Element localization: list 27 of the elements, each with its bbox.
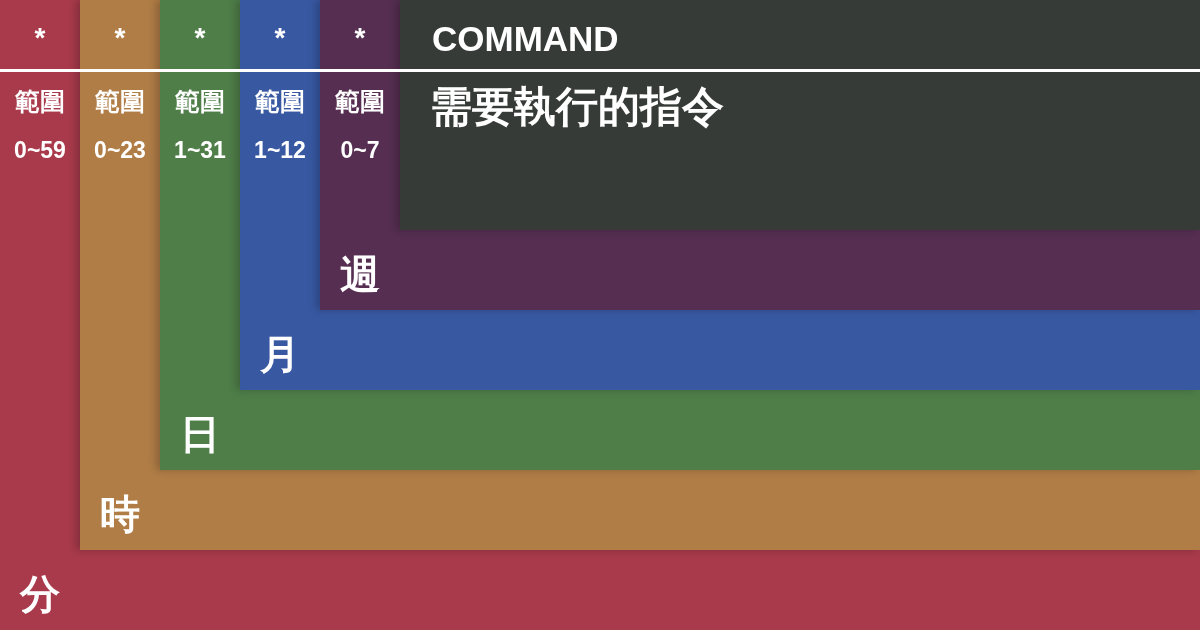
- range-value: 0~23: [93, 139, 147, 162]
- range-label: 範圍: [334, 89, 386, 114]
- nested-band: [80, 0, 1200, 550]
- range-value: 0~59: [13, 139, 67, 162]
- command-panel: [400, 0, 1200, 230]
- range-value: 0~7: [339, 139, 381, 162]
- field-name: 日: [179, 414, 221, 454]
- range-value: 1~12: [253, 139, 307, 162]
- range-label: 範圍: [14, 89, 66, 114]
- wildcard-symbol: *: [353, 24, 367, 52]
- wildcard-symbol: *: [273, 24, 287, 52]
- field-name: 分: [18, 574, 61, 614]
- wildcard-symbol: *: [113, 24, 127, 52]
- command-heading: COMMAND: [432, 21, 619, 56]
- field-name: 時: [99, 494, 141, 534]
- wildcard-symbol: *: [33, 24, 47, 52]
- nested-band: [240, 0, 1200, 390]
- range-value: 1~31: [173, 139, 227, 162]
- field-name: 月: [259, 334, 301, 374]
- range-label: 範圍: [254, 89, 306, 114]
- command-description: 需要執行的指令: [430, 86, 724, 128]
- nested-band: [320, 0, 1200, 310]
- wildcard-symbol: *: [193, 24, 207, 52]
- range-label: 範圍: [174, 89, 226, 114]
- field-name: 週: [339, 254, 381, 294]
- nested-band: [160, 0, 1200, 470]
- range-label: 範圍: [94, 89, 146, 114]
